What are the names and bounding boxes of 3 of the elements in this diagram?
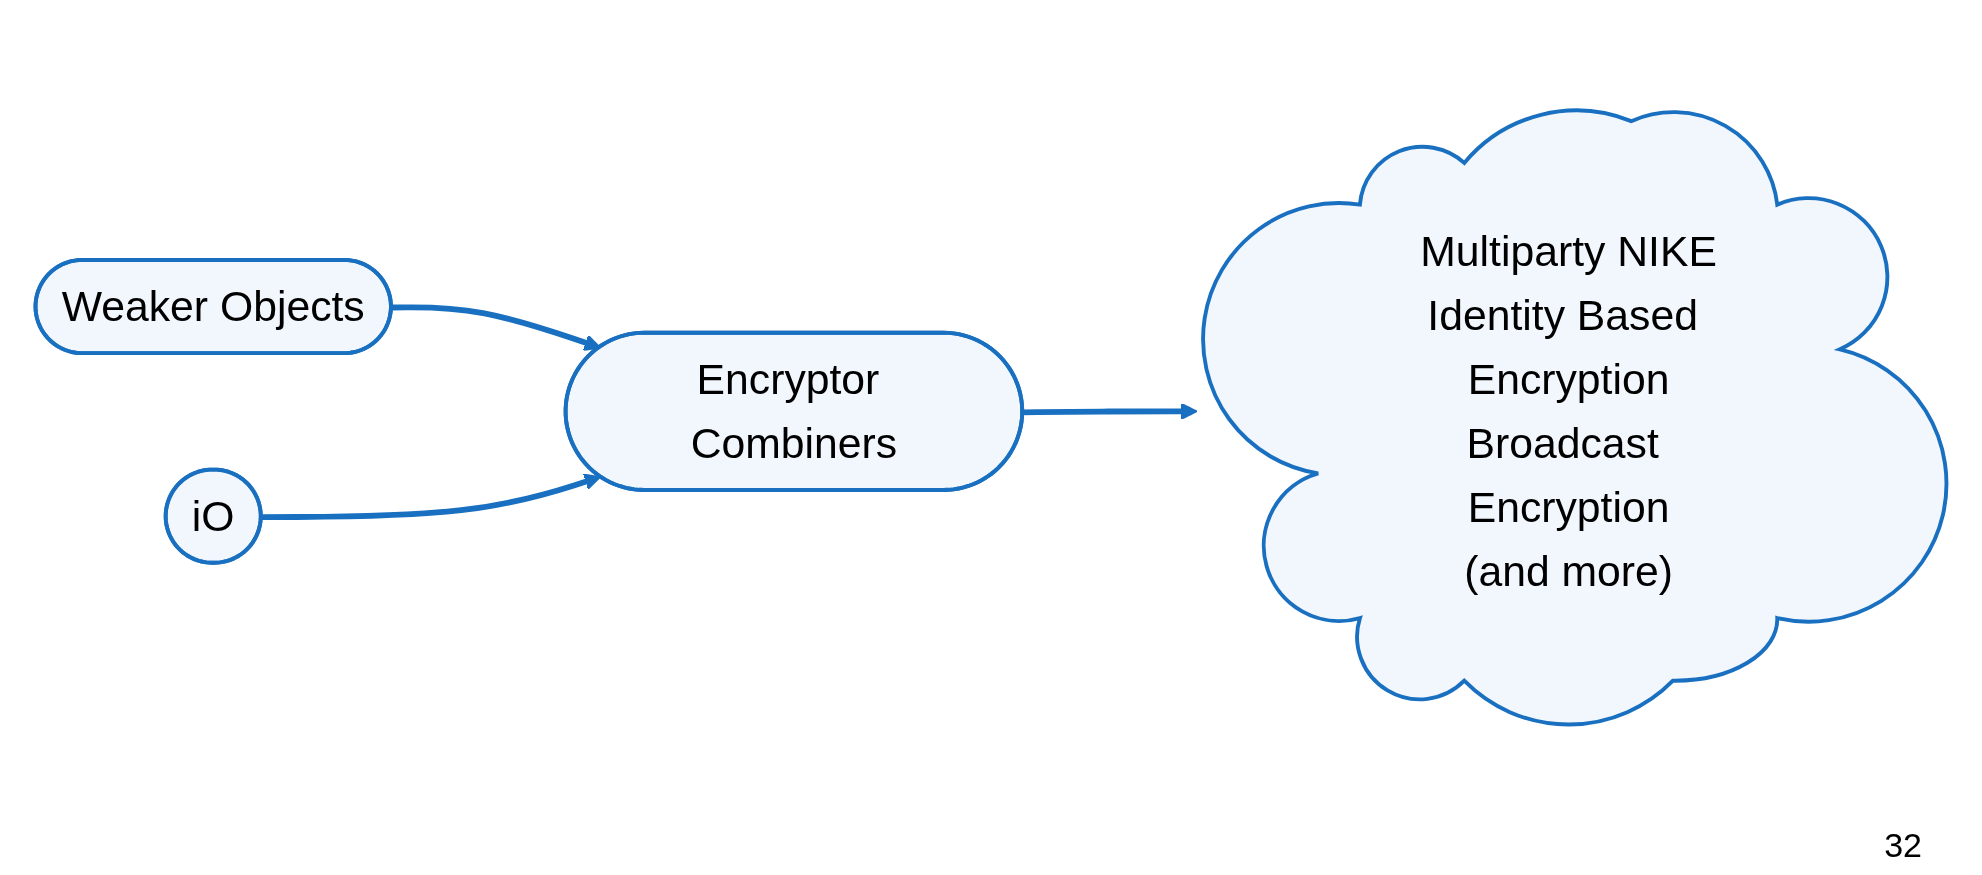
page-number: 32	[1884, 826, 1922, 864]
arrow	[1023, 402, 1198, 420]
arrow	[261, 473, 602, 521]
